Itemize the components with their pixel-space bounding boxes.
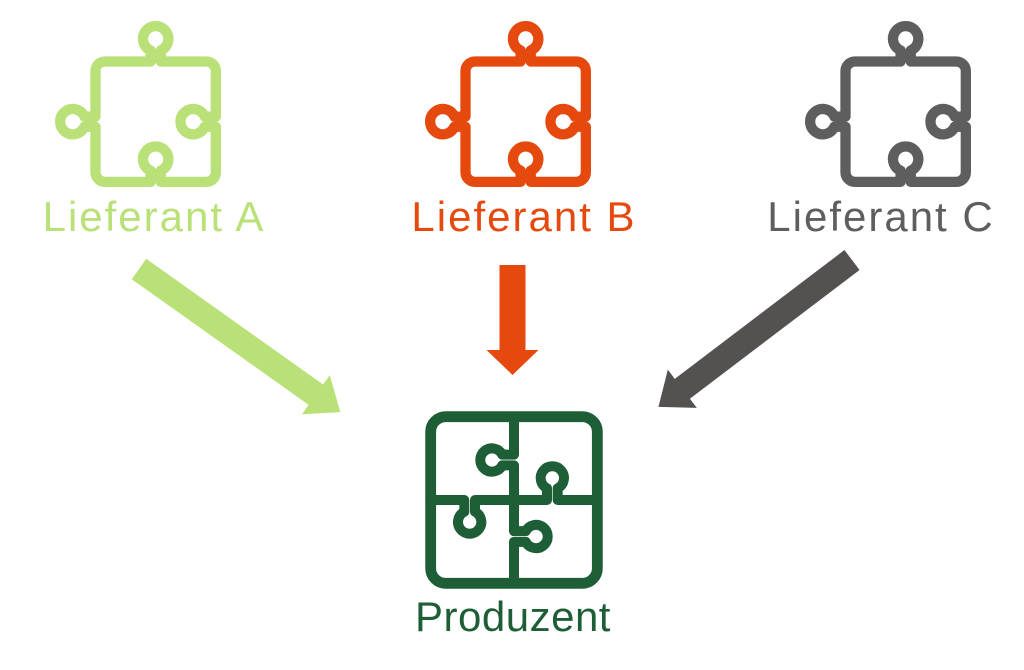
supplier-b-label: Lieferant B [411, 193, 637, 240]
puzzle-piece-icon [805, 21, 971, 187]
supplier-c-label: Lieferant C [767, 193, 995, 240]
puzzle-piece-icon [425, 21, 591, 187]
producer-label: Produzent [415, 593, 611, 640]
arrow-lieferant-c-to-produzent-icon [658, 250, 860, 408]
arrow-lieferant-a-to-produzent-icon [131, 258, 341, 415]
puzzle-assembled-icon [425, 411, 603, 589]
puzzle-piece-icon [55, 21, 221, 187]
arrow-lieferant-b-to-produzent-icon [486, 265, 539, 375]
supplier-a-label: Lieferant A [42, 193, 266, 240]
